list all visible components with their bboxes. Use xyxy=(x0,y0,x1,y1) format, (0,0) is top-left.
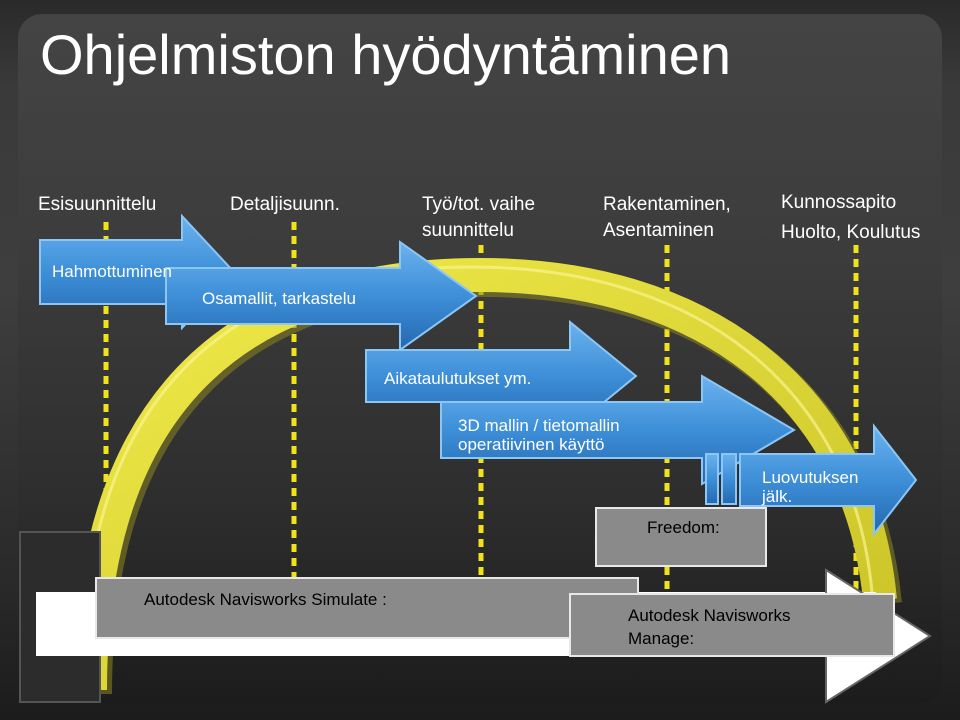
arrow-label-hahmottuminen: Hahmottuminen xyxy=(52,262,173,281)
arrow-label-3d-mallin: 3D mallin / tietomallin operatiivinen kä… xyxy=(458,416,620,454)
arrow-label-osamallit: Osamallit, tarkastelu xyxy=(202,289,356,308)
phase-label-line2: Huolto, Koulutus xyxy=(781,222,921,243)
phase-label-line1: Esisuunnittelu xyxy=(38,194,157,215)
phase-rakentaminen: Rakentaminen, Asentaminen xyxy=(603,192,731,244)
phase-esisuunnittelu: Esisuunnittelu xyxy=(38,192,156,218)
freedom-box xyxy=(595,507,767,567)
phase-label-line1: Työ/tot. vaihe xyxy=(422,194,536,215)
phase-label-line1: Rakentaminen, xyxy=(603,194,731,215)
arrow-label-aikataulutukset: Aikataulutukset ym. xyxy=(384,369,532,388)
simulate-label: Autodesk Navisworks Simulate : xyxy=(144,590,387,609)
simulate-box xyxy=(95,577,639,639)
arrow-luovutuksen xyxy=(739,423,918,537)
manage-label-line2: Manage: xyxy=(628,629,695,648)
phase-label-line2: suunnittelu xyxy=(422,220,514,241)
arrow-label-line2: jälk. xyxy=(762,487,793,506)
manage-label-line1: Autodesk Navisworks xyxy=(628,606,791,625)
manage-box xyxy=(569,593,895,657)
manage-label: Autodesk Navisworks Manage: xyxy=(628,604,791,650)
phase-label-line1: Kunnossapito xyxy=(781,192,897,213)
software-band xyxy=(19,507,932,704)
freedom-label: Freedom: xyxy=(647,518,720,537)
arrow-label-line2: operatiivinen käyttö xyxy=(458,435,605,454)
phase-label-line1: Detaljisuunn. xyxy=(230,194,340,215)
arrow-label-line1: Luovutuksen xyxy=(762,468,859,487)
slide-title: Ohjelmiston hyödyntäminen xyxy=(40,23,732,86)
phase-label-line2: Asentaminen xyxy=(603,220,714,241)
arrow-label-luovutuksen: Luovutuksen jälk. xyxy=(762,468,858,506)
arrow-osamallit xyxy=(165,240,478,352)
phase-detaljisuunn: Detaljisuunn. xyxy=(230,192,340,218)
process-arrows xyxy=(39,213,918,537)
arrow-luovutuksen-stripe-2 xyxy=(721,453,737,505)
phase-kunnossapito: Kunnossapito Huolto, Koulutus xyxy=(781,190,920,246)
arrow-label-line1: 3D mallin / tietomallin xyxy=(458,416,620,435)
phase-tyo-tot-vaihe: Työ/tot. vaihe suunnittelu xyxy=(422,192,535,244)
lifecycle-arc xyxy=(73,257,902,695)
arrow-luovutuksen-stripe-1 xyxy=(705,453,719,505)
